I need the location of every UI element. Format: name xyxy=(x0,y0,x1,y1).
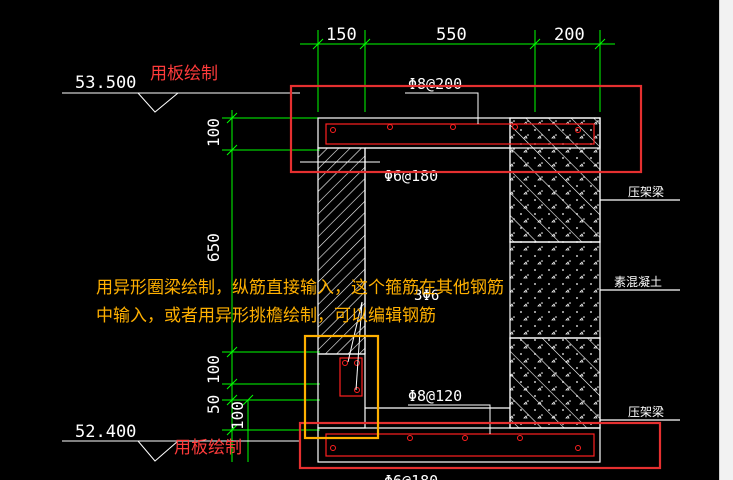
note-ring-beam-line2: 中输入，或者用异形挑檐绘制，可以编辑钢筋 xyxy=(96,306,436,326)
dim-left-50: 50 xyxy=(204,395,223,414)
dim-left-650: 650 xyxy=(204,233,223,262)
elevation-marker-top xyxy=(62,92,300,113)
material-label-upper: 压架梁 xyxy=(628,184,664,199)
section-outline xyxy=(317,117,680,463)
dim-top-200: 200 xyxy=(554,25,585,45)
dim-left-100-mid: 100 xyxy=(204,355,223,384)
top-dimension-chain xyxy=(300,30,615,112)
rebar-lines xyxy=(325,123,595,457)
highlight-box-top-slab xyxy=(289,84,643,174)
elevation-top-value: 53.500 xyxy=(75,73,136,93)
note-top-slab: 用板绘制 xyxy=(150,64,218,84)
left-dimension-chain xyxy=(222,110,320,462)
leader-lines xyxy=(300,92,491,434)
dim-top-550: 550 xyxy=(436,25,467,45)
rebar-label-bottom-cut: Φ6@180 xyxy=(384,472,438,480)
dim-left-100-top: 100 xyxy=(204,118,223,147)
scrollbar-track[interactable] xyxy=(719,0,733,480)
rebar-label-small: 3Φ6 xyxy=(414,288,439,304)
rebar-label-bottom: Φ8@120 xyxy=(408,387,462,405)
rebar-dots xyxy=(330,124,581,451)
material-label-middle: 素混凝土 xyxy=(614,274,662,289)
elevation-marker-bottom xyxy=(62,440,300,462)
rebar-label-stirrup: Φ6@180 xyxy=(384,167,438,185)
dim-left-100-bottom: 100 xyxy=(228,401,247,430)
elevation-bottom-value: 52.400 xyxy=(75,422,136,442)
dim-top-150: 150 xyxy=(326,25,357,45)
rebar-label-top: Φ8@200 xyxy=(408,75,462,93)
highlight-box-ring-beam xyxy=(303,334,380,440)
note-bottom-slab: 用板绘制 xyxy=(174,438,242,458)
highlight-box-bottom-slab xyxy=(298,421,662,470)
note-ring-beam-line1: 用异形圈梁绘制，纵筋直接输入，这个箍筋在其他钢筋 xyxy=(96,278,504,298)
material-label-lower: 压架梁 xyxy=(628,404,664,419)
